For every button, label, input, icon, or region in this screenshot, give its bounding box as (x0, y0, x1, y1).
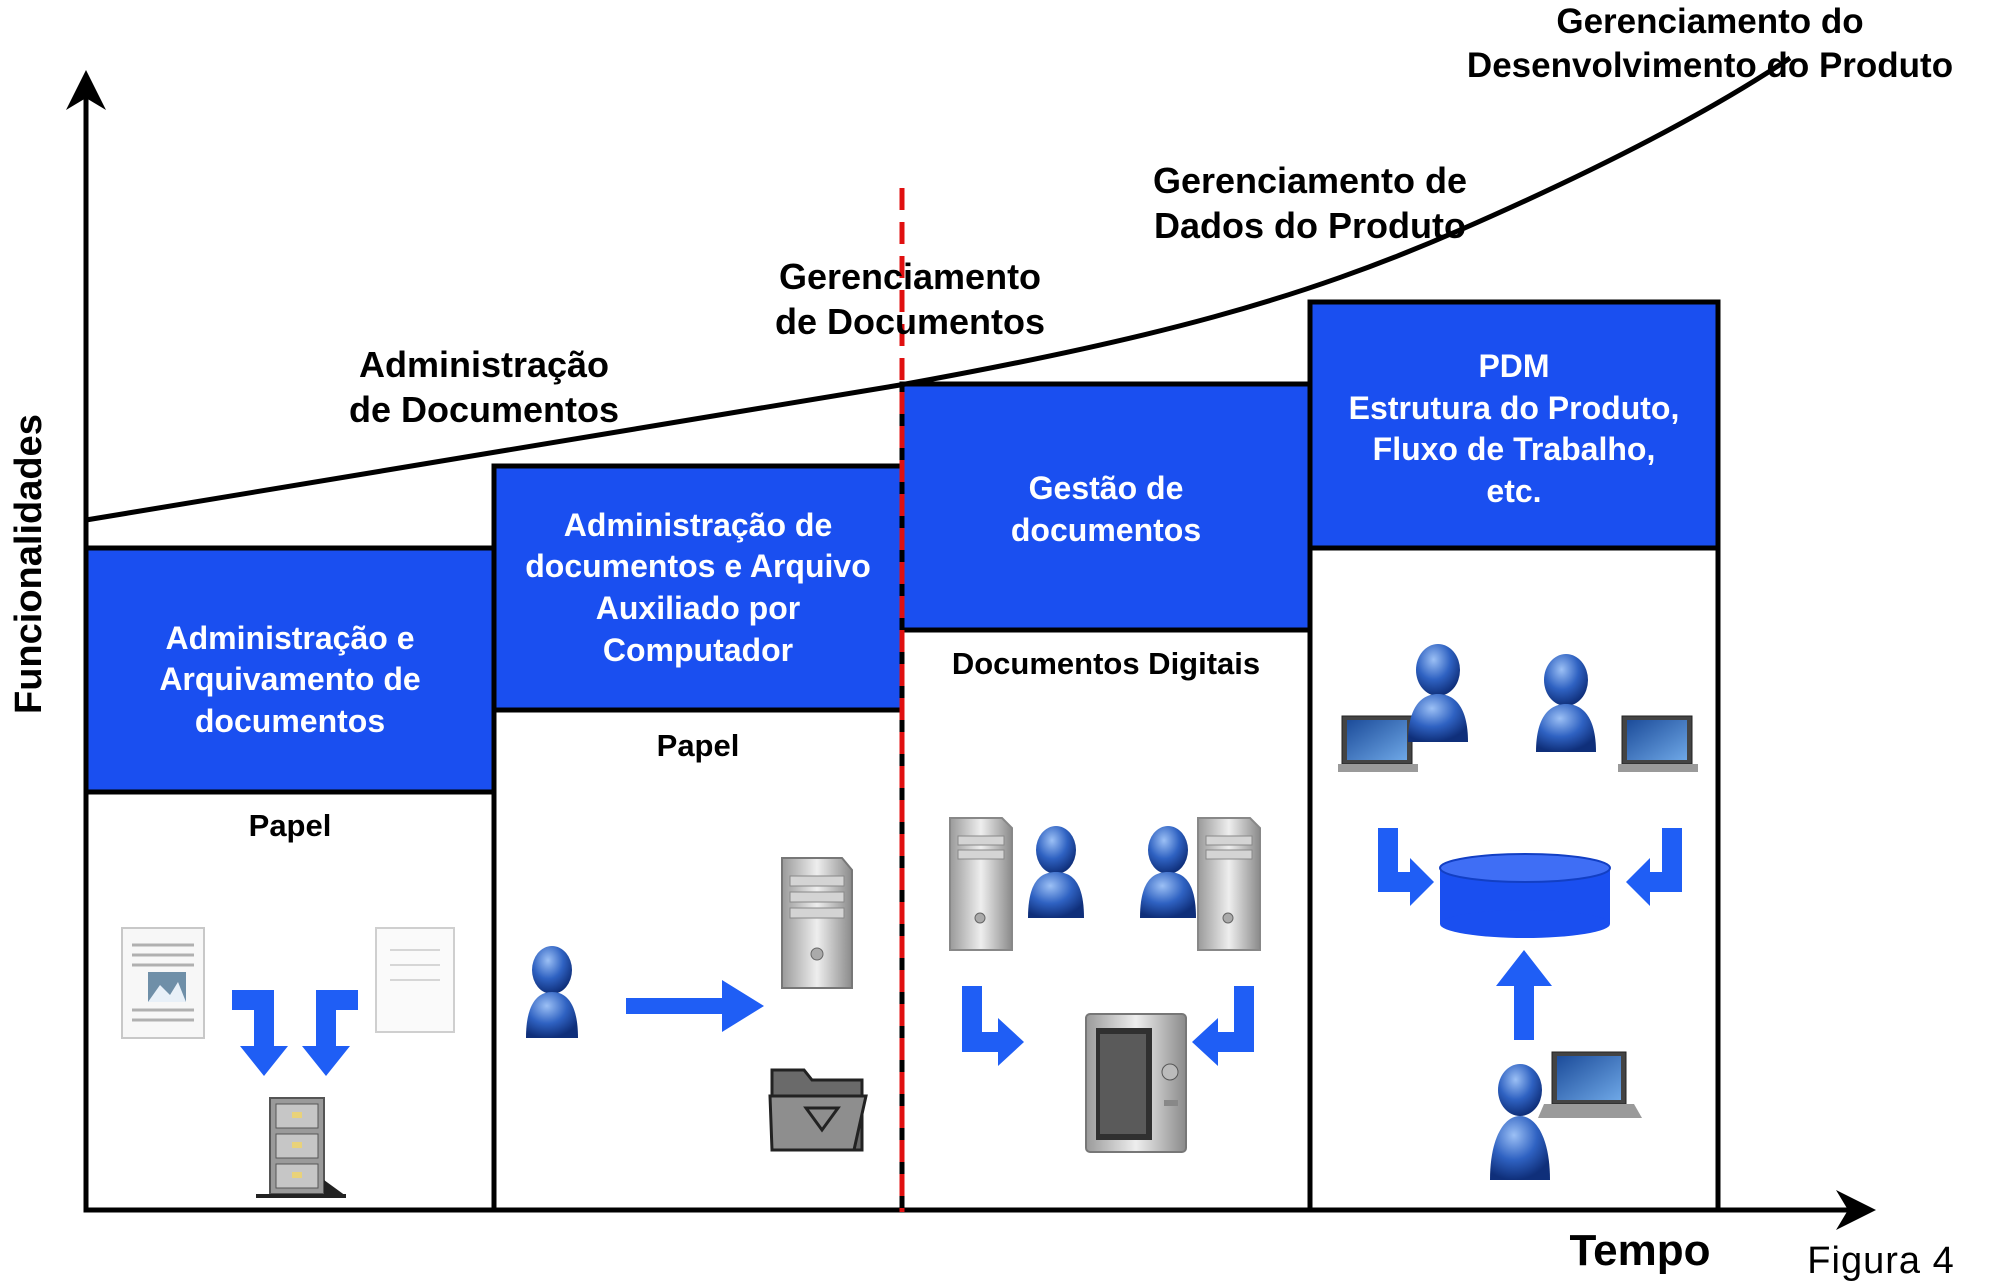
arrow-down-left-icon (1192, 986, 1254, 1066)
folder-icon (768, 1068, 868, 1152)
stage-3-band-text: Gestão de documentos (1010, 470, 1202, 548)
arrow-down-left-icon (1626, 828, 1682, 906)
stage-3-band (899, 381, 1313, 633)
user-laptop-icon (1536, 654, 1698, 772)
file-cabinet-icon (256, 1097, 346, 1198)
stage-1-band-text: Administração e Arquivamento de document… (159, 619, 421, 739)
y-axis-label: Funcionalidades (8, 414, 50, 714)
user-laptop-icon (1338, 644, 1468, 772)
user-server-icon (1140, 817, 1261, 951)
stage-1-sublabel: Papel (248, 808, 332, 843)
server-user-icon (949, 817, 1084, 951)
label-product-data-management: Gerenciamento de Dados do Produto (1152, 160, 1468, 246)
stage-2-band (491, 463, 905, 713)
stage-4-band (1307, 299, 1721, 551)
label-document-management: Gerenciamento de Documentos (774, 256, 1046, 342)
stage-2-band-text: Administração de documentos e Arquivo Au… (525, 506, 871, 668)
arrow-down-left-icon (302, 990, 358, 1076)
paper-document-icon (121, 927, 205, 1039)
label-pdm-management: Gerenciamento do Desenvolvimento do Prod… (1466, 2, 1954, 85)
label-document-administration: Administração de Documentos (348, 344, 620, 430)
safe-icon (1085, 1013, 1187, 1153)
figure-caption: Figura 4 (1807, 1240, 1955, 1282)
stage-4-band-text: PDM Estrutura do Produto, Fluxo de Traba… (1348, 348, 1680, 509)
blank-page-icon (375, 927, 455, 1033)
x-axis-label: Tempo (1569, 1226, 1711, 1275)
arrow-up-icon (1496, 950, 1552, 1040)
arrow-right-icon (626, 980, 764, 1032)
growth-curve (85, 55, 1792, 523)
user-icon (526, 946, 578, 1038)
arrow-down-right-icon (1378, 828, 1434, 906)
arrow-down-right-icon (232, 990, 288, 1076)
stage-1-band (83, 545, 497, 795)
stage-3-sublabel: Documentos Digitais (951, 646, 1261, 681)
arrow-down-right-icon (962, 986, 1024, 1066)
user-laptop-icon (1490, 1051, 1642, 1180)
stage-2-sublabel: Papel (656, 728, 740, 763)
database-icon (1439, 853, 1611, 938)
server-tower-icon (781, 857, 853, 989)
